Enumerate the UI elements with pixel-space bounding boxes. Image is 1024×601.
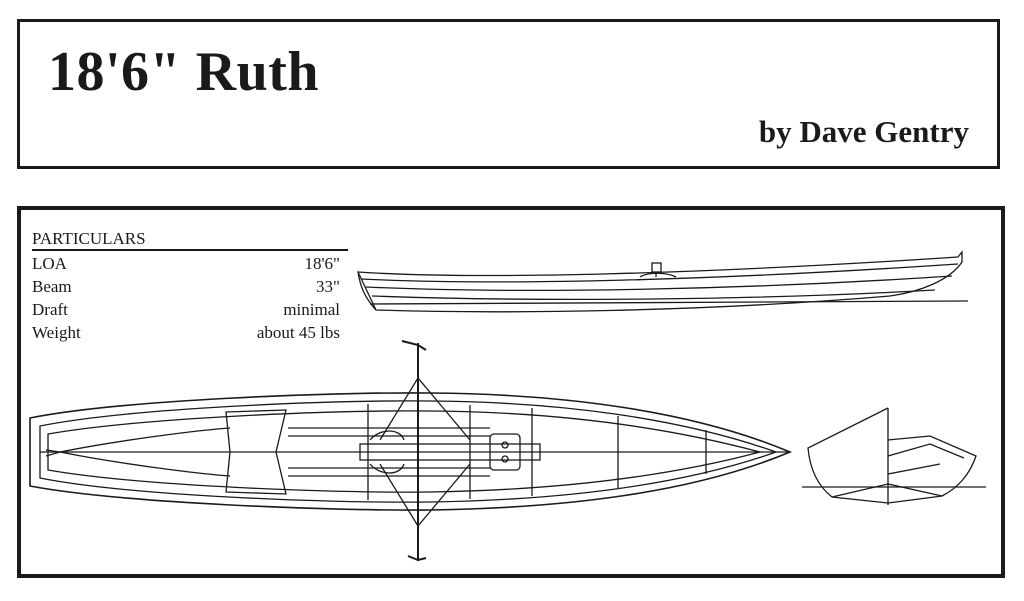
section-view <box>802 407 986 505</box>
particulars-row-weight: Weight about 45 lbs <box>32 321 348 344</box>
page-title: 18'6" Ruth <box>48 41 320 103</box>
particulars-row-draft: Draft minimal <box>32 298 348 321</box>
particulars-row-loa: LOA 18'6" <box>32 252 348 275</box>
particulars-table: PARTICULARS LOA 18'6" Beam 33" Draft min… <box>32 228 348 344</box>
row-value: 33" <box>316 277 340 296</box>
particulars-heading: PARTICULARS <box>32 228 348 251</box>
title-panel: 18'6" Ruth by Dave Gentry <box>17 19 1000 169</box>
row-label: Draft <box>32 300 68 319</box>
row-value: about 45 lbs <box>256 323 340 342</box>
row-label: LOA <box>32 254 67 273</box>
row-label: Weight <box>32 323 81 342</box>
particulars-row-beam: Beam 33" <box>32 275 348 298</box>
row-value: minimal <box>283 300 340 319</box>
author-credit: by Dave Gentry <box>758 114 969 149</box>
plan-view <box>29 340 793 562</box>
row-value: 18'6" <box>304 254 340 273</box>
row-label: Beam <box>32 277 72 296</box>
plans-panel: PARTICULARS LOA 18'6" Beam 33" Draft min… <box>17 206 1005 578</box>
profile-view <box>356 250 969 313</box>
